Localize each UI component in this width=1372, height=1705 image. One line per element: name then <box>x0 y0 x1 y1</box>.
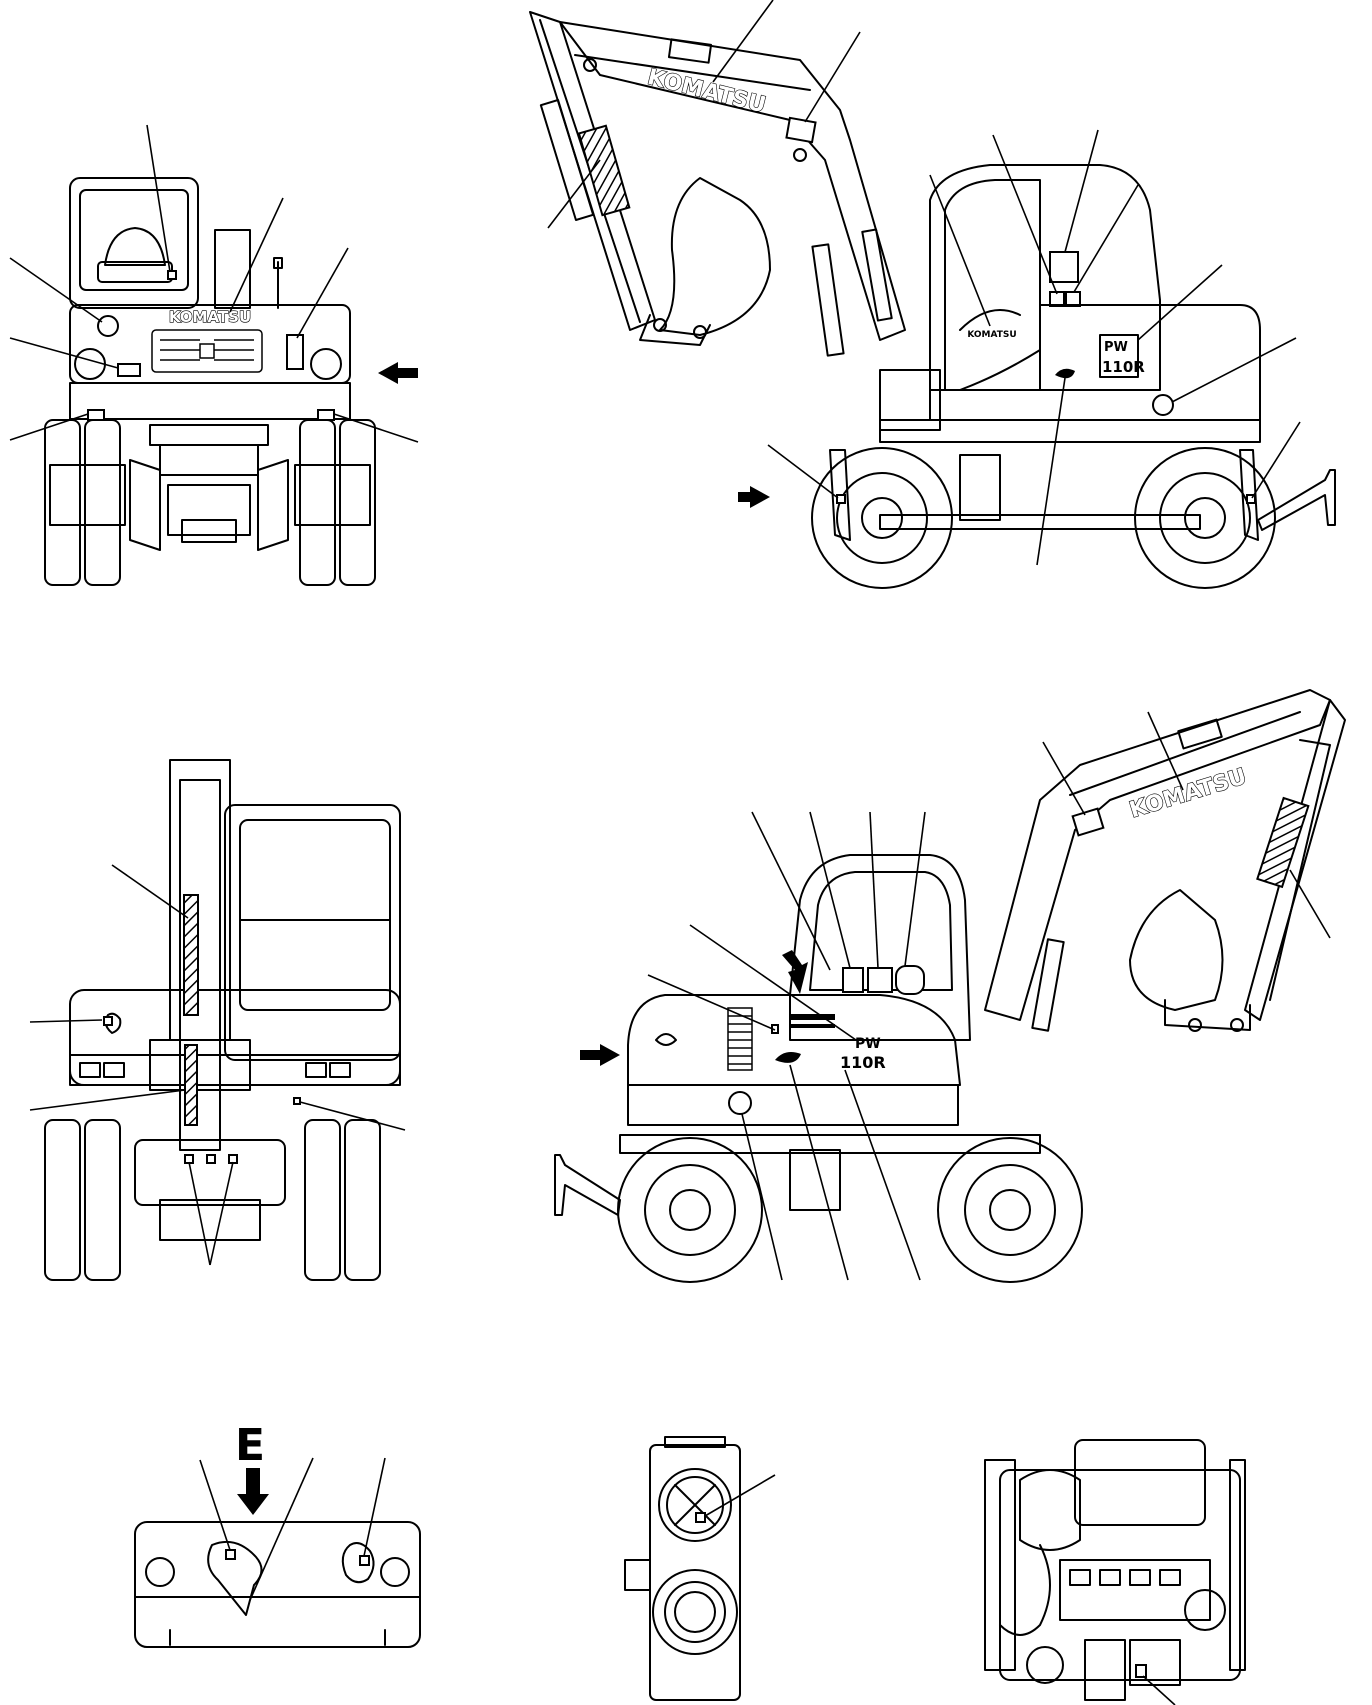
front-brand-logo: KOMATSU <box>169 308 251 326</box>
right-side-view: KOMATSU PW 110R <box>554 689 1346 1283</box>
decal-marker-icon <box>184 1154 194 1164</box>
decal-marker-icon <box>359 1555 370 1566</box>
cab-brand-logo: KOMATSU <box>967 330 1016 340</box>
rear-wheel <box>617 1137 763 1283</box>
decal-marker-icon <box>206 1154 216 1164</box>
decal-marker-icon <box>1135 1664 1147 1678</box>
decal-marker-icon <box>225 1549 236 1560</box>
decal-marker-icon <box>895 965 925 995</box>
decal-marker-icon <box>117 363 141 377</box>
decal-marker-icon <box>1152 394 1174 416</box>
model-line1: PW <box>1104 340 1128 355</box>
decal-marker-icon <box>103 1016 113 1026</box>
component-detail <box>624 1436 776 1701</box>
front-grille <box>151 329 263 373</box>
engine-detail <box>984 1439 1246 1705</box>
hatched-warning-decal <box>184 1044 198 1126</box>
hatched-warning-decal <box>577 124 631 217</box>
model-line2: 110R <box>1102 358 1145 376</box>
engine-vent <box>727 1007 753 1071</box>
model-line2: 110R <box>840 1053 886 1072</box>
detail-view-e: E <box>134 1420 421 1648</box>
bird-logo-icon <box>1055 368 1075 379</box>
arrow-icon <box>580 1044 620 1066</box>
decal-marker-icon <box>293 1097 301 1105</box>
decal-marker-icon <box>1246 494 1256 504</box>
decal-marker-icon <box>1065 291 1081 307</box>
decal-marker-icon <box>695 1512 706 1523</box>
rear-wheel <box>1134 447 1276 589</box>
decal-marker-icon <box>836 494 846 504</box>
arrow-icon <box>738 486 770 508</box>
decal-marker-icon <box>1071 807 1105 837</box>
left-side-view: KOMATSU KOMATSU PW 110R <box>529 0 1336 589</box>
arrow-icon <box>237 1468 269 1515</box>
model-line1: PW <box>855 1036 881 1052</box>
decal-marker-icon <box>728 1091 752 1115</box>
hatched-warning-decal <box>183 894 199 1016</box>
decal-marker-icon <box>1049 291 1065 307</box>
front-wheel <box>937 1137 1083 1283</box>
decal-marker-icon <box>867 967 893 993</box>
decal-marker-icon <box>1049 251 1079 283</box>
front-view: KOMATSU <box>9 124 419 586</box>
arrow-icon <box>782 950 808 994</box>
decal-marker-icon <box>286 334 304 370</box>
decal-marker-icon <box>317 409 335 421</box>
boom-brand-logo: KOMATSU <box>645 65 768 118</box>
decal-marker-icon <box>228 1154 238 1164</box>
decal-marker-icon <box>842 967 864 993</box>
decal-marker-icon <box>167 270 177 280</box>
rear-view <box>29 759 406 1281</box>
arrow-icon <box>378 362 418 384</box>
view-label-e: E <box>235 1420 265 1471</box>
decal-marker-icon <box>785 116 817 144</box>
front-wheel <box>811 447 953 589</box>
hatched-warning-decal <box>1256 796 1310 889</box>
decal-marker-icon <box>97 315 119 337</box>
decal-marker-icon <box>87 409 105 421</box>
bird-logo-icon <box>775 1052 801 1063</box>
